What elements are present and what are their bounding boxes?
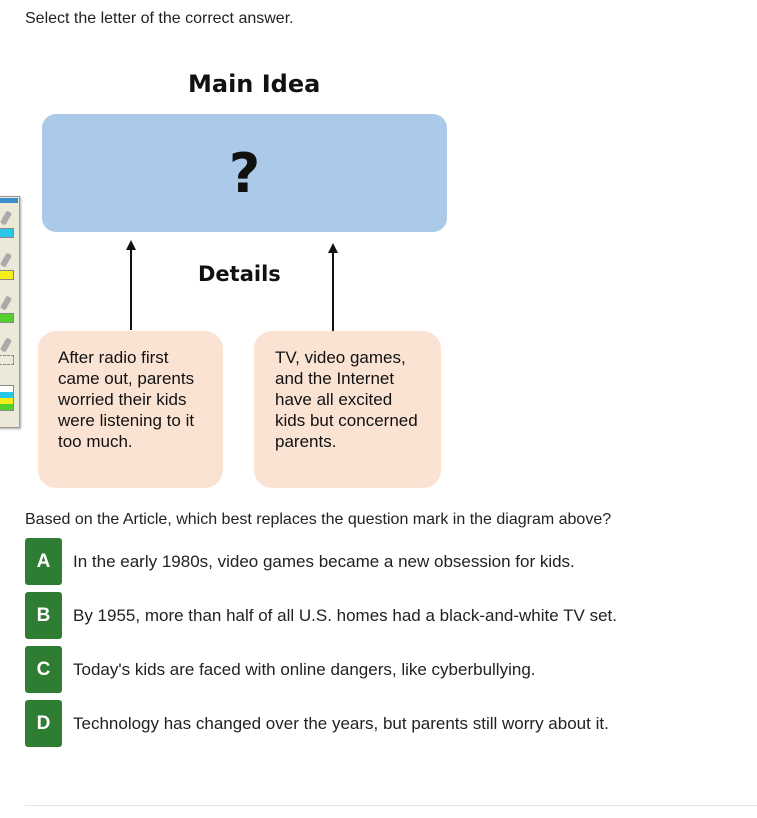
option-d[interactable]: D Technology has changed over the years,… bbox=[25, 700, 609, 747]
question-text: Based on the Article, which best replace… bbox=[25, 511, 612, 528]
diagram-title: Main Idea bbox=[188, 70, 321, 98]
arrow-line bbox=[332, 251, 334, 333]
option-letter[interactable]: B bbox=[25, 592, 62, 639]
toolbar-titlebar[interactable] bbox=[0, 198, 18, 203]
option-text[interactable]: Technology has changed over the years, b… bbox=[73, 713, 609, 733]
option-text[interactable]: By 1955, more than half of all U.S. home… bbox=[73, 605, 617, 625]
divider bbox=[25, 805, 757, 806]
option-text[interactable]: Today's kids are faced with online dange… bbox=[73, 659, 536, 679]
option-letter[interactable]: A bbox=[25, 538, 62, 585]
detail-box-1: After radio first came out, parents worr… bbox=[38, 331, 223, 488]
arrow-line bbox=[130, 248, 132, 330]
option-b[interactable]: B By 1955, more than half of all U.S. ho… bbox=[25, 592, 617, 639]
highlighter-cyan-icon[interactable] bbox=[0, 210, 14, 239]
highlighter-green-icon[interactable] bbox=[0, 295, 14, 324]
highlighter-toolbar[interactable] bbox=[0, 196, 20, 428]
option-letter[interactable]: D bbox=[25, 700, 62, 747]
option-letter[interactable]: C bbox=[25, 646, 62, 693]
eraser-icon[interactable] bbox=[0, 337, 14, 366]
arrow-up-icon bbox=[126, 240, 136, 250]
details-label: Details bbox=[198, 262, 281, 286]
option-c[interactable]: C Today's kids are faced with online dan… bbox=[25, 646, 536, 693]
option-text[interactable]: In the early 1980s, video games became a… bbox=[73, 551, 575, 571]
main-idea-box: ? bbox=[42, 114, 447, 232]
instruction-text: Select the letter of the correct answer. bbox=[25, 10, 294, 27]
option-a[interactable]: A In the early 1980s, video games became… bbox=[25, 538, 575, 585]
arrow-up-icon bbox=[328, 243, 338, 253]
detail-box-2: TV, video games, and the Internet have a… bbox=[254, 331, 441, 488]
highlighter-yellow-icon[interactable] bbox=[0, 252, 14, 281]
notes-icon[interactable] bbox=[0, 385, 14, 413]
